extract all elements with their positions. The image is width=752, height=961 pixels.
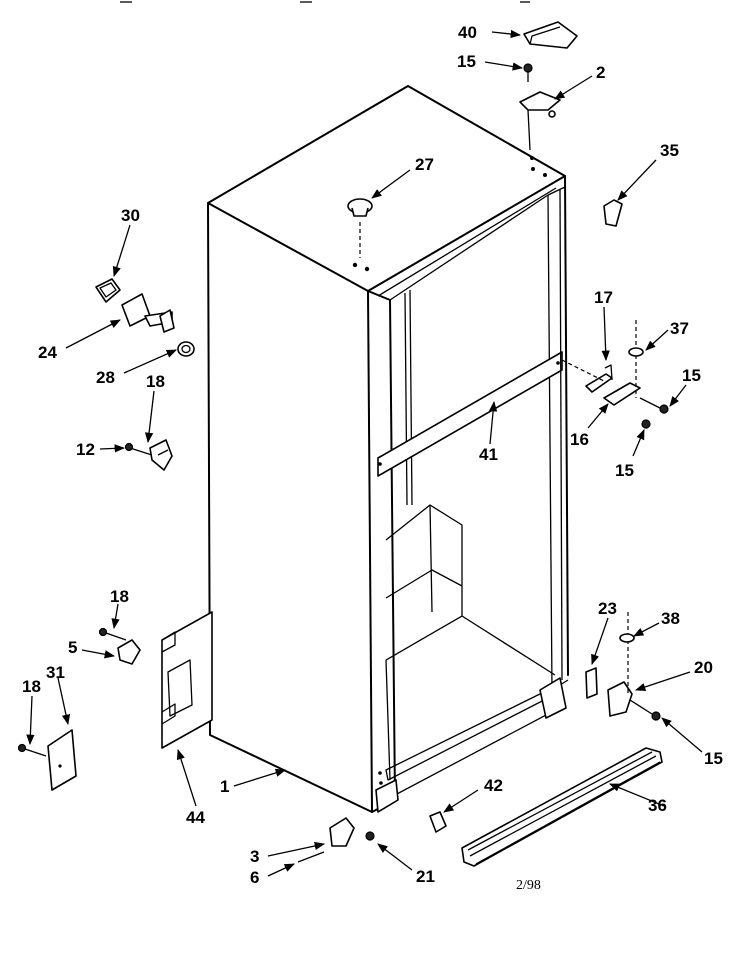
callout-27: 27	[415, 155, 434, 174]
callout-35: 35	[660, 141, 679, 160]
callout-42: 42	[484, 776, 503, 795]
callout-15: 15	[457, 52, 476, 71]
callout-15: 15	[615, 461, 634, 480]
callout-5: 5	[68, 638, 77, 657]
callout-17: 17	[594, 288, 613, 307]
callout-28: 28	[96, 368, 115, 387]
callout-38: 38	[661, 609, 680, 628]
callout-24: 24	[38, 343, 57, 362]
callout-21: 21	[416, 867, 435, 886]
callout-18: 18	[110, 587, 129, 606]
callout-12: 12	[76, 440, 95, 459]
top-hinge	[519, 91, 561, 151]
screw-top-hinge	[523, 63, 533, 82]
side-cover	[17, 729, 77, 791]
callout-20: 20	[694, 658, 713, 677]
base-grille	[461, 747, 663, 867]
callout-23: 23	[598, 599, 617, 618]
callout-31: 31	[46, 663, 65, 682]
hinge-cover	[523, 21, 578, 49]
callout-labels: 40 15 2 35 27 30 24 28 18 12 17 37 15 16…	[22, 23, 723, 893]
callout-40: 40	[458, 23, 477, 42]
refrigerator-cabinet	[207, 85, 569, 813]
callout-15: 15	[682, 366, 701, 385]
callout-2: 2	[596, 63, 605, 82]
front-latch	[297, 817, 375, 863]
top-plug	[347, 198, 373, 258]
callout-15: 15	[704, 749, 723, 768]
callout-18: 18	[22, 677, 41, 696]
leader-lines	[26, 29, 703, 877]
bottom-hinge	[539, 612, 661, 721]
callout-44: 44	[186, 808, 205, 827]
callout-36: 36	[648, 796, 667, 815]
date-stamp: 2/98	[516, 878, 541, 893]
callout-1: 1	[220, 777, 229, 796]
clip-and-screw-lower	[98, 627, 141, 665]
callout-37: 37	[670, 319, 689, 338]
latch-assembly	[95, 278, 195, 357]
clip-and-screw-upper	[124, 439, 173, 471]
callout-18: 18	[146, 372, 165, 391]
callout-3: 3	[250, 847, 259, 866]
hinge-pin-cover	[603, 199, 623, 227]
grille-clip	[429, 811, 447, 833]
back-bracket	[161, 611, 213, 749]
callout-16: 16	[570, 430, 589, 449]
callout-6: 6	[250, 868, 259, 887]
callout-41: 41	[479, 445, 498, 464]
center-hinge	[561, 320, 669, 429]
callout-30: 30	[121, 206, 140, 225]
